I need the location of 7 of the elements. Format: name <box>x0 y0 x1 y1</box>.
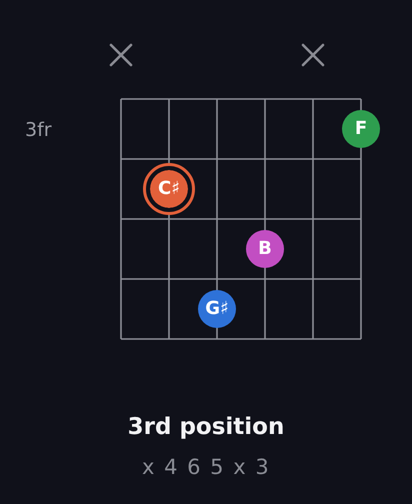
fingering-caption: x 4 6 5 x 3 <box>142 455 270 479</box>
note-dot: G♯ <box>198 290 236 328</box>
note-dot: C♯ <box>143 163 195 215</box>
note-dot: F <box>342 110 380 148</box>
chord-title: 3rd position <box>126 414 286 440</box>
note-dot: B <box>246 230 284 268</box>
fret-number: 3fr <box>25 119 52 141</box>
